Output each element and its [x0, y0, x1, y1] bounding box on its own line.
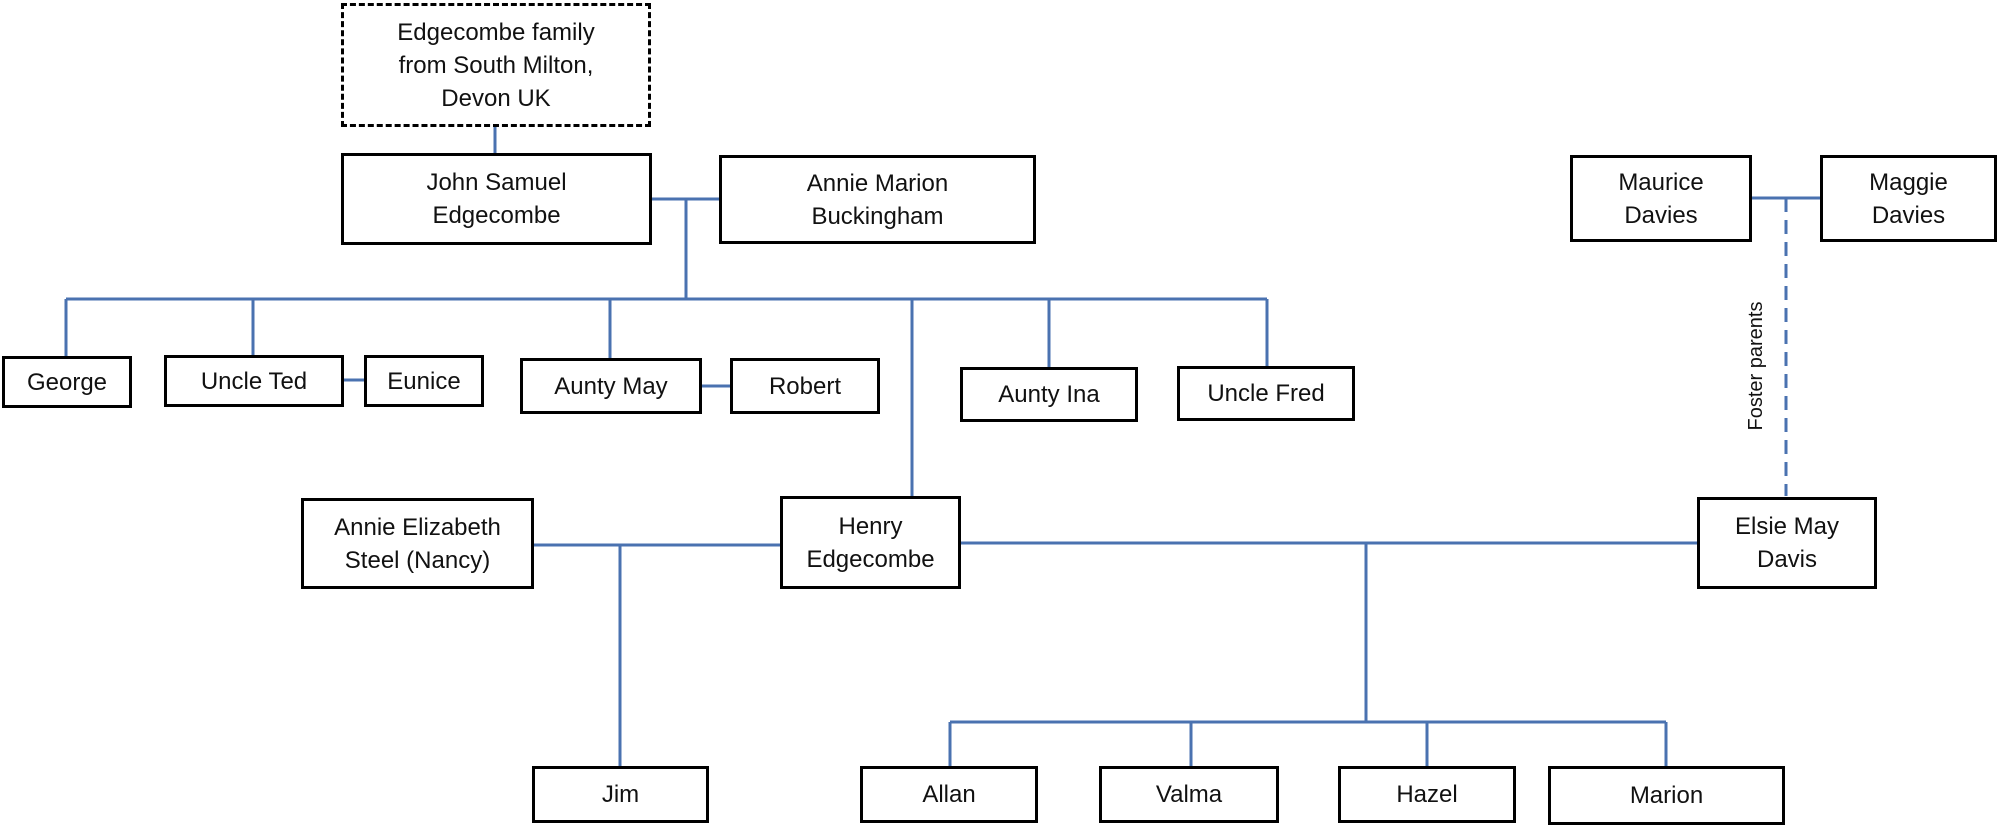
person-label: Elsie May Davis	[1734, 513, 1840, 573]
person-label: Maurice Davies	[1618, 168, 1704, 229]
person-label: Henry Edgecombe	[806, 512, 935, 573]
person-george[interactable]: George	[2, 356, 132, 408]
person-valma[interactable]: Valma	[1099, 766, 1279, 823]
person-maurice-davies[interactable]: Maurice Davies	[1570, 155, 1752, 242]
person-label: Aunty May	[554, 372, 668, 400]
person-label: Valma	[1155, 781, 1223, 808]
person-uncle-ted[interactable]: Uncle Ted	[164, 355, 344, 407]
person-elsie-may-davis[interactable]: Elsie May Davis	[1697, 497, 1877, 589]
person-label: Uncle Fred	[1207, 380, 1325, 407]
person-aunty-may[interactable]: Aunty May	[520, 358, 702, 414]
person-label: Eunice	[387, 367, 461, 395]
person-label: Maggie Davies	[1869, 168, 1948, 229]
person-label: Aunty Ina	[998, 381, 1100, 408]
person-maggie-davies[interactable]: Maggie Davies	[1820, 155, 1997, 242]
person-label: Marion	[1629, 782, 1704, 809]
origin-note-text: Edgecombe family from South Milton, Devo…	[397, 18, 595, 112]
origin-note: Edgecombe family from South Milton, Devo…	[341, 3, 651, 127]
person-robert[interactable]: Robert	[730, 358, 880, 414]
person-label: Annie Marion Buckingham	[806, 169, 949, 230]
person-label: Uncle Ted	[200, 367, 308, 395]
person-hazel[interactable]: Hazel	[1338, 766, 1516, 823]
person-label: Allan	[922, 781, 976, 808]
person-marion[interactable]: Marion	[1548, 766, 1785, 825]
person-uncle-fred[interactable]: Uncle Fred	[1177, 366, 1355, 421]
person-label: Robert	[768, 372, 842, 400]
person-label: John Samuel Edgecombe	[426, 169, 567, 229]
person-annie-marion-buckingham[interactable]: Annie Marion Buckingham	[719, 155, 1036, 244]
person-jim[interactable]: Jim	[532, 766, 709, 823]
person-eunice[interactable]: Eunice	[364, 355, 484, 407]
person-annie-elizabeth-steel[interactable]: Annie Elizabeth Steel (Nancy)	[301, 498, 534, 589]
person-aunty-ina[interactable]: Aunty Ina	[960, 367, 1138, 422]
person-label: Annie Elizabeth Steel (Nancy)	[334, 513, 501, 574]
person-label: Hazel	[1396, 781, 1458, 808]
person-john-samuel-edgecombe[interactable]: John Samuel Edgecombe	[341, 153, 652, 245]
person-henry-edgecombe[interactable]: Henry Edgecombe	[780, 496, 961, 589]
person-allan[interactable]: Allan	[860, 766, 1038, 823]
foster-parents-label: Foster parents	[1745, 301, 1767, 431]
person-label: George	[26, 368, 108, 396]
person-label: Jim	[601, 781, 640, 808]
